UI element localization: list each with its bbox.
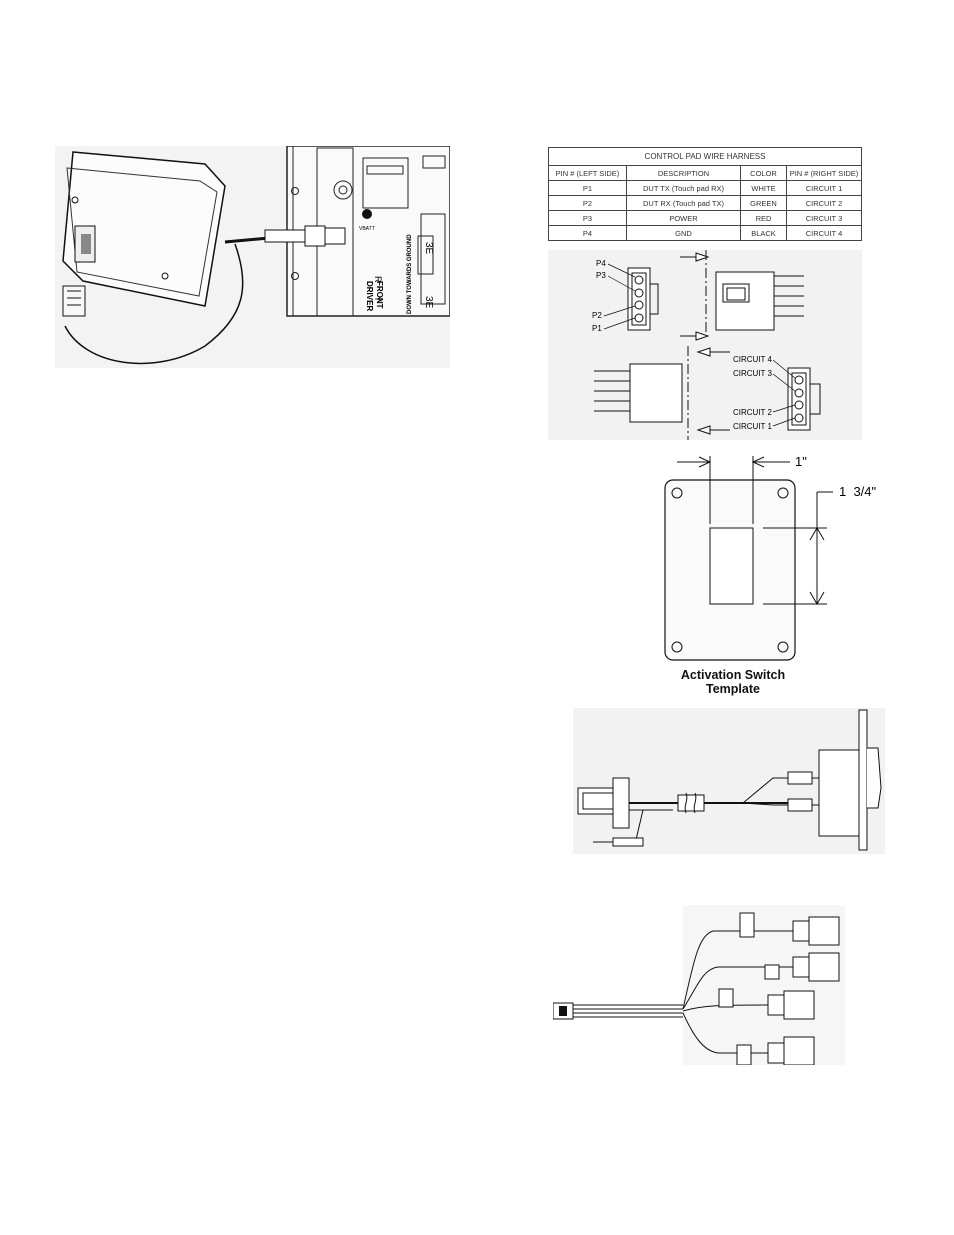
control-pad-photo: VBATT R Y DRIVER FRONT DOWN TOWARDS GROU… xyxy=(55,146,450,368)
cell-pin: P2 xyxy=(548,195,627,211)
board-label-driver: DRIVER xyxy=(365,281,374,311)
header-pin-left: PIN # (LEFT SIDE) xyxy=(548,165,627,181)
label-p3: P3 xyxy=(596,271,606,280)
table-row: P1 DUT TX (Touch pad RX) WHITE CIRCUIT 1 xyxy=(548,180,862,196)
label-circuit-2: CIRCUIT 2 xyxy=(733,408,773,417)
cell-description: DUT TX (Touch pad RX) xyxy=(626,180,741,196)
table-header-row: PIN # (LEFT SIDE) DESCRIPTION COLOR PIN … xyxy=(548,165,862,181)
activation-switch-template: 1" 1 3/4" xyxy=(664,454,877,661)
board-label-r: R xyxy=(373,276,383,283)
cell-description: DUT RX (Touch pad TX) xyxy=(626,195,741,211)
label-p2: P2 xyxy=(592,311,602,320)
cell-circuit: CIRCUIT 2 xyxy=(786,195,862,211)
board-label-vbatt: VBATT xyxy=(359,226,375,232)
cell-circuit: CIRCUIT 1 xyxy=(786,180,862,196)
cell-color: GREEN xyxy=(740,195,787,211)
cell-pin: P4 xyxy=(548,225,627,241)
board-label-front: FRONT xyxy=(375,281,384,309)
control-pad-harness-table: CONTROL PAD WIRE HARNESS PIN # (LEFT SID… xyxy=(548,147,862,241)
cell-color: WHITE xyxy=(740,180,787,196)
label-p4: P4 xyxy=(596,259,606,268)
board-display-2: 3E xyxy=(423,296,434,309)
header-description: DESCRIPTION xyxy=(626,165,741,181)
template-width-dimension: 1" xyxy=(795,454,807,469)
table-row: P2 DUT RX (Touch pad TX) GREEN CIRCUIT 2 xyxy=(548,195,862,211)
header-pin-right: PIN # (RIGHT SIDE) xyxy=(786,165,862,181)
header-color: COLOR xyxy=(740,165,787,181)
label-circuit-3: CIRCUIT 3 xyxy=(733,369,773,378)
cell-color: BLACK xyxy=(740,225,787,241)
activation-switch-cable-diagram xyxy=(573,708,885,854)
cell-description: POWER xyxy=(626,210,741,226)
multi-branch-harness-diagram xyxy=(553,905,845,1065)
table-row: P4 GND BLACK CIRCUIT 4 xyxy=(548,225,862,241)
template-height-dimension: 1 3/4" xyxy=(839,484,877,499)
board-display-1: 3E xyxy=(423,242,434,255)
board-label-down: DOWN TOWARDS GROUND xyxy=(407,234,413,314)
cell-circuit: CIRCUIT 3 xyxy=(786,210,862,226)
board-label-y: Y xyxy=(373,296,383,302)
cell-circuit: CIRCUIT 4 xyxy=(786,225,862,241)
template-caption: Activation Switch Template xyxy=(648,668,818,696)
connector-pinout-diagram: P4 P3 P2 P1 CIRCUIT 4 CIRCUIT 3 CIRCUIT … xyxy=(548,250,862,440)
table-title: CONTROL PAD WIRE HARNESS xyxy=(548,147,862,166)
cell-color: RED xyxy=(740,210,787,226)
template-caption-line-2: Template xyxy=(706,682,760,696)
label-circuit-1: CIRCUIT 1 xyxy=(733,422,773,431)
label-p1: P1 xyxy=(592,324,602,333)
cell-description: GND xyxy=(626,225,741,241)
cell-pin: P1 xyxy=(548,180,627,196)
cell-pin: P3 xyxy=(548,210,627,226)
label-circuit-4: CIRCUIT 4 xyxy=(733,355,773,364)
table-row: P3 POWER RED CIRCUIT 3 xyxy=(548,210,862,226)
template-caption-line-1: Activation Switch xyxy=(680,668,786,682)
